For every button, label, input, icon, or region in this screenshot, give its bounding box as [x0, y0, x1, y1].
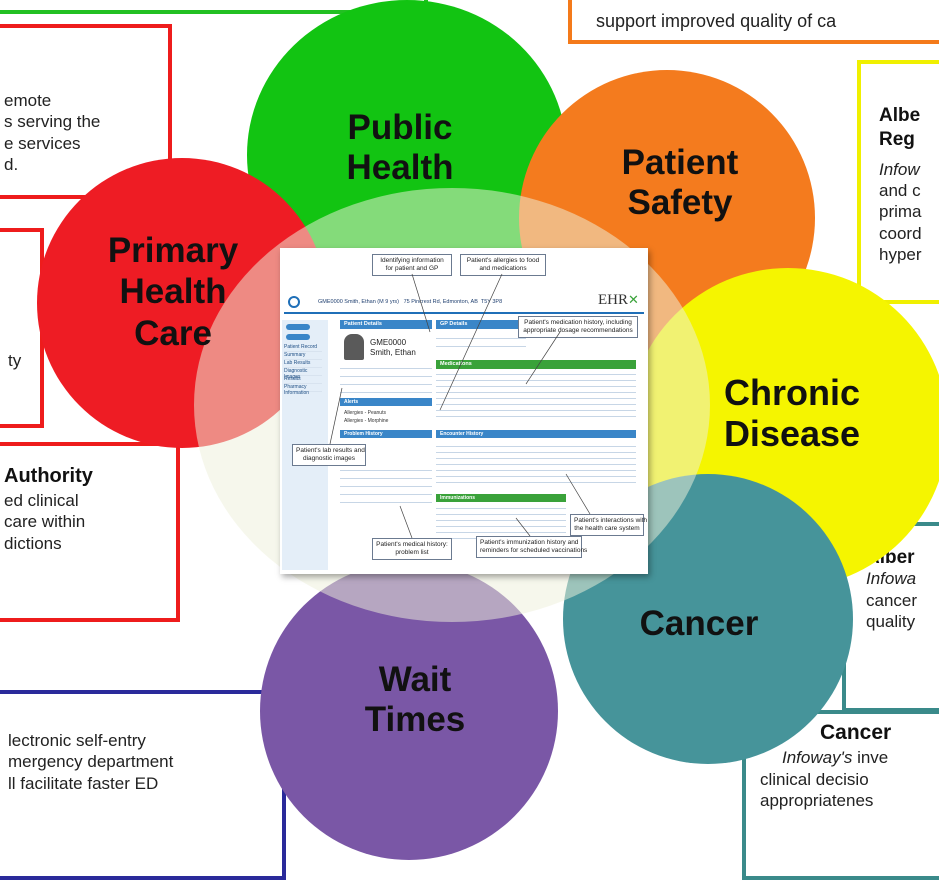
- cancer-box-italic: Infoway's: [782, 748, 853, 767]
- ehr-med-row: [436, 380, 636, 381]
- ehr-gp-row: [436, 338, 526, 339]
- callout-interactions: Patient's interactions with the health c…: [570, 514, 647, 536]
- ehr-sidebar-item[interactable]: Pharmacy Information: [284, 384, 322, 396]
- ehr-alert-item: Allergies - Morphine: [344, 418, 389, 424]
- ehr-detail-row: [340, 392, 432, 393]
- small-red-box: ty: [0, 228, 44, 428]
- label-patient-safety: Patient Safety: [621, 143, 739, 223]
- ehr-immunizations-title: Immunizations: [440, 495, 476, 501]
- ehr-patient-photo: [344, 334, 364, 360]
- label-primary-health-care: Primary Health Care: [107, 231, 239, 353]
- ehr-med-row: [436, 410, 636, 411]
- ehr-encounter-row: [436, 482, 636, 483]
- ehr-problem-row: [340, 470, 432, 471]
- label-public-health: Public Health: [346, 108, 454, 188]
- ehr-sidebar-item[interactable]: Summary: [284, 352, 322, 360]
- top-right-box: support improved quality of ca: [568, 0, 939, 44]
- ehr-sidebar-btn-1[interactable]: [286, 324, 310, 330]
- alberta-top-title: Albe Reg: [879, 105, 921, 150]
- ehr-detail-row: [340, 384, 432, 385]
- ehr-encounter-row: [436, 464, 636, 465]
- top-right-box-text: support improved quality of ca: [596, 11, 837, 31]
- ehr-brand-text: EHR: [598, 292, 628, 308]
- ehr-problem-history-title: Problem History: [344, 431, 383, 437]
- ehr-alert-item: Allergies - Peanuts: [344, 410, 386, 416]
- ehr-patient-details-bar: [340, 320, 432, 329]
- cancer-box-sub-rest: inve: [852, 748, 889, 767]
- ehr-alerts-bar: [340, 398, 432, 406]
- cancer-box-lines: clinical decisio appropriatenes: [760, 770, 874, 811]
- ehr-med-row: [436, 404, 636, 405]
- callout-allergies: Patient's allergies to food and medicati…: [460, 254, 546, 276]
- wait-times-box: lectronic self-entry mergency department…: [0, 690, 286, 880]
- alberta-top-lines: and c prima coord hyper: [879, 181, 922, 264]
- ehr-patient-details-title: Patient Details: [344, 321, 382, 327]
- remote-box-text: emote s serving the e services d.: [4, 91, 101, 174]
- callout-medical-history: Patient's medical history: problem list: [372, 538, 452, 560]
- small-red-box-text: ty: [8, 351, 22, 370]
- ehr-header-icon: [288, 296, 300, 308]
- ehr-gp-details-title: GP Details: [440, 321, 468, 327]
- ehr-immunizations-bar: [436, 494, 566, 502]
- ehr-encounter-row: [436, 452, 636, 453]
- ehr-med-row: [436, 374, 636, 375]
- ehr-imm-row: [436, 532, 566, 533]
- ehr-detail-row: [340, 368, 432, 369]
- ehr-imm-row: [436, 520, 566, 521]
- callout-immunization: Patient's immunization history and remin…: [476, 536, 587, 558]
- ehr-header-line: GME0000 Smith, Ethan (M 9 yrs) 75 Pincre…: [318, 299, 503, 305]
- ehr-problem-row: [340, 502, 432, 503]
- ehr-sidebar-item[interactable]: Patient Record: [284, 344, 322, 352]
- alberta-cancer-italic: Infowa: [866, 569, 917, 588]
- label-chronic-disease: Chronic Disease: [723, 372, 861, 455]
- ehr-patient-name: Smith, Ethan: [370, 348, 416, 357]
- authority-title: Authority: [4, 465, 93, 487]
- ehr-problem-row: [340, 494, 432, 495]
- ehr-medications-title: Medications: [440, 361, 472, 367]
- callout-medication: Patient's medication history, including …: [518, 316, 638, 338]
- ehr-imm-row: [436, 526, 566, 527]
- ehr-screenshot: GME0000 Smith, Ethan (M 9 yrs) 75 Pincre…: [280, 248, 648, 574]
- ehr-med-row: [436, 392, 636, 393]
- ehr-med-row: [436, 386, 636, 387]
- label-wait-times: Wait Times: [364, 660, 466, 740]
- ehr-med-row: [436, 416, 636, 417]
- ehr-gp-row: [436, 346, 526, 347]
- ehr-imm-row: [436, 514, 566, 515]
- callout-identifying: Identifying information for patient and …: [372, 254, 452, 276]
- ehr-brand-icon: ✕: [628, 292, 639, 307]
- ehr-problem-history-bar: [340, 430, 432, 438]
- ehr-encounter-history-bar: [436, 430, 636, 438]
- ehr-sidebar-item[interactable]: Results: [284, 376, 322, 384]
- ehr-sidebar-btn-2[interactable]: [286, 334, 310, 340]
- ehr-header-rule: [284, 312, 644, 314]
- cancer-box-title: Cancer: [820, 721, 892, 744]
- callout-lab: Patient's lab results and diagnostic ima…: [292, 444, 366, 466]
- ehr-alerts-title: Alerts: [344, 399, 359, 405]
- ehr-imm-row: [436, 508, 566, 509]
- ehr-med-row: [436, 398, 636, 399]
- ehr-problem-row: [340, 486, 432, 487]
- alberta-cancer-lines: cancer quality: [866, 591, 918, 632]
- ehr-encounter-row: [436, 470, 636, 471]
- authority-box: Authority ed clinical care within dictio…: [0, 442, 180, 622]
- ehr-encounter-row: [436, 446, 636, 447]
- authority-box-text: ed clinical care within dictions: [4, 491, 86, 553]
- ehr-detail-row: [340, 376, 432, 377]
- ehr-sidebar-item[interactable]: Lab Results: [284, 360, 322, 368]
- ehr-patient-id: GME0000: [370, 338, 407, 347]
- ehr-problem-row: [340, 478, 432, 479]
- ehr-encounter-history-title: Encounter History: [440, 431, 484, 437]
- ehr-sidebar-item[interactable]: Diagnostic Images: [284, 368, 322, 380]
- alberta-top-italic: Infow: [879, 160, 920, 179]
- alberta-top-box: Albe Reg Infow and c prima coord hyper: [857, 60, 939, 304]
- label-cancer: Cancer: [639, 604, 759, 643]
- cancer-box-sub: Infoway's inve: [782, 747, 888, 768]
- ehr-brand: EHR✕: [598, 292, 639, 309]
- ehr-encounter-row: [436, 458, 636, 459]
- wait-times-box-text: lectronic self-entry mergency department…: [8, 731, 174, 793]
- ehr-encounter-row: [436, 476, 636, 477]
